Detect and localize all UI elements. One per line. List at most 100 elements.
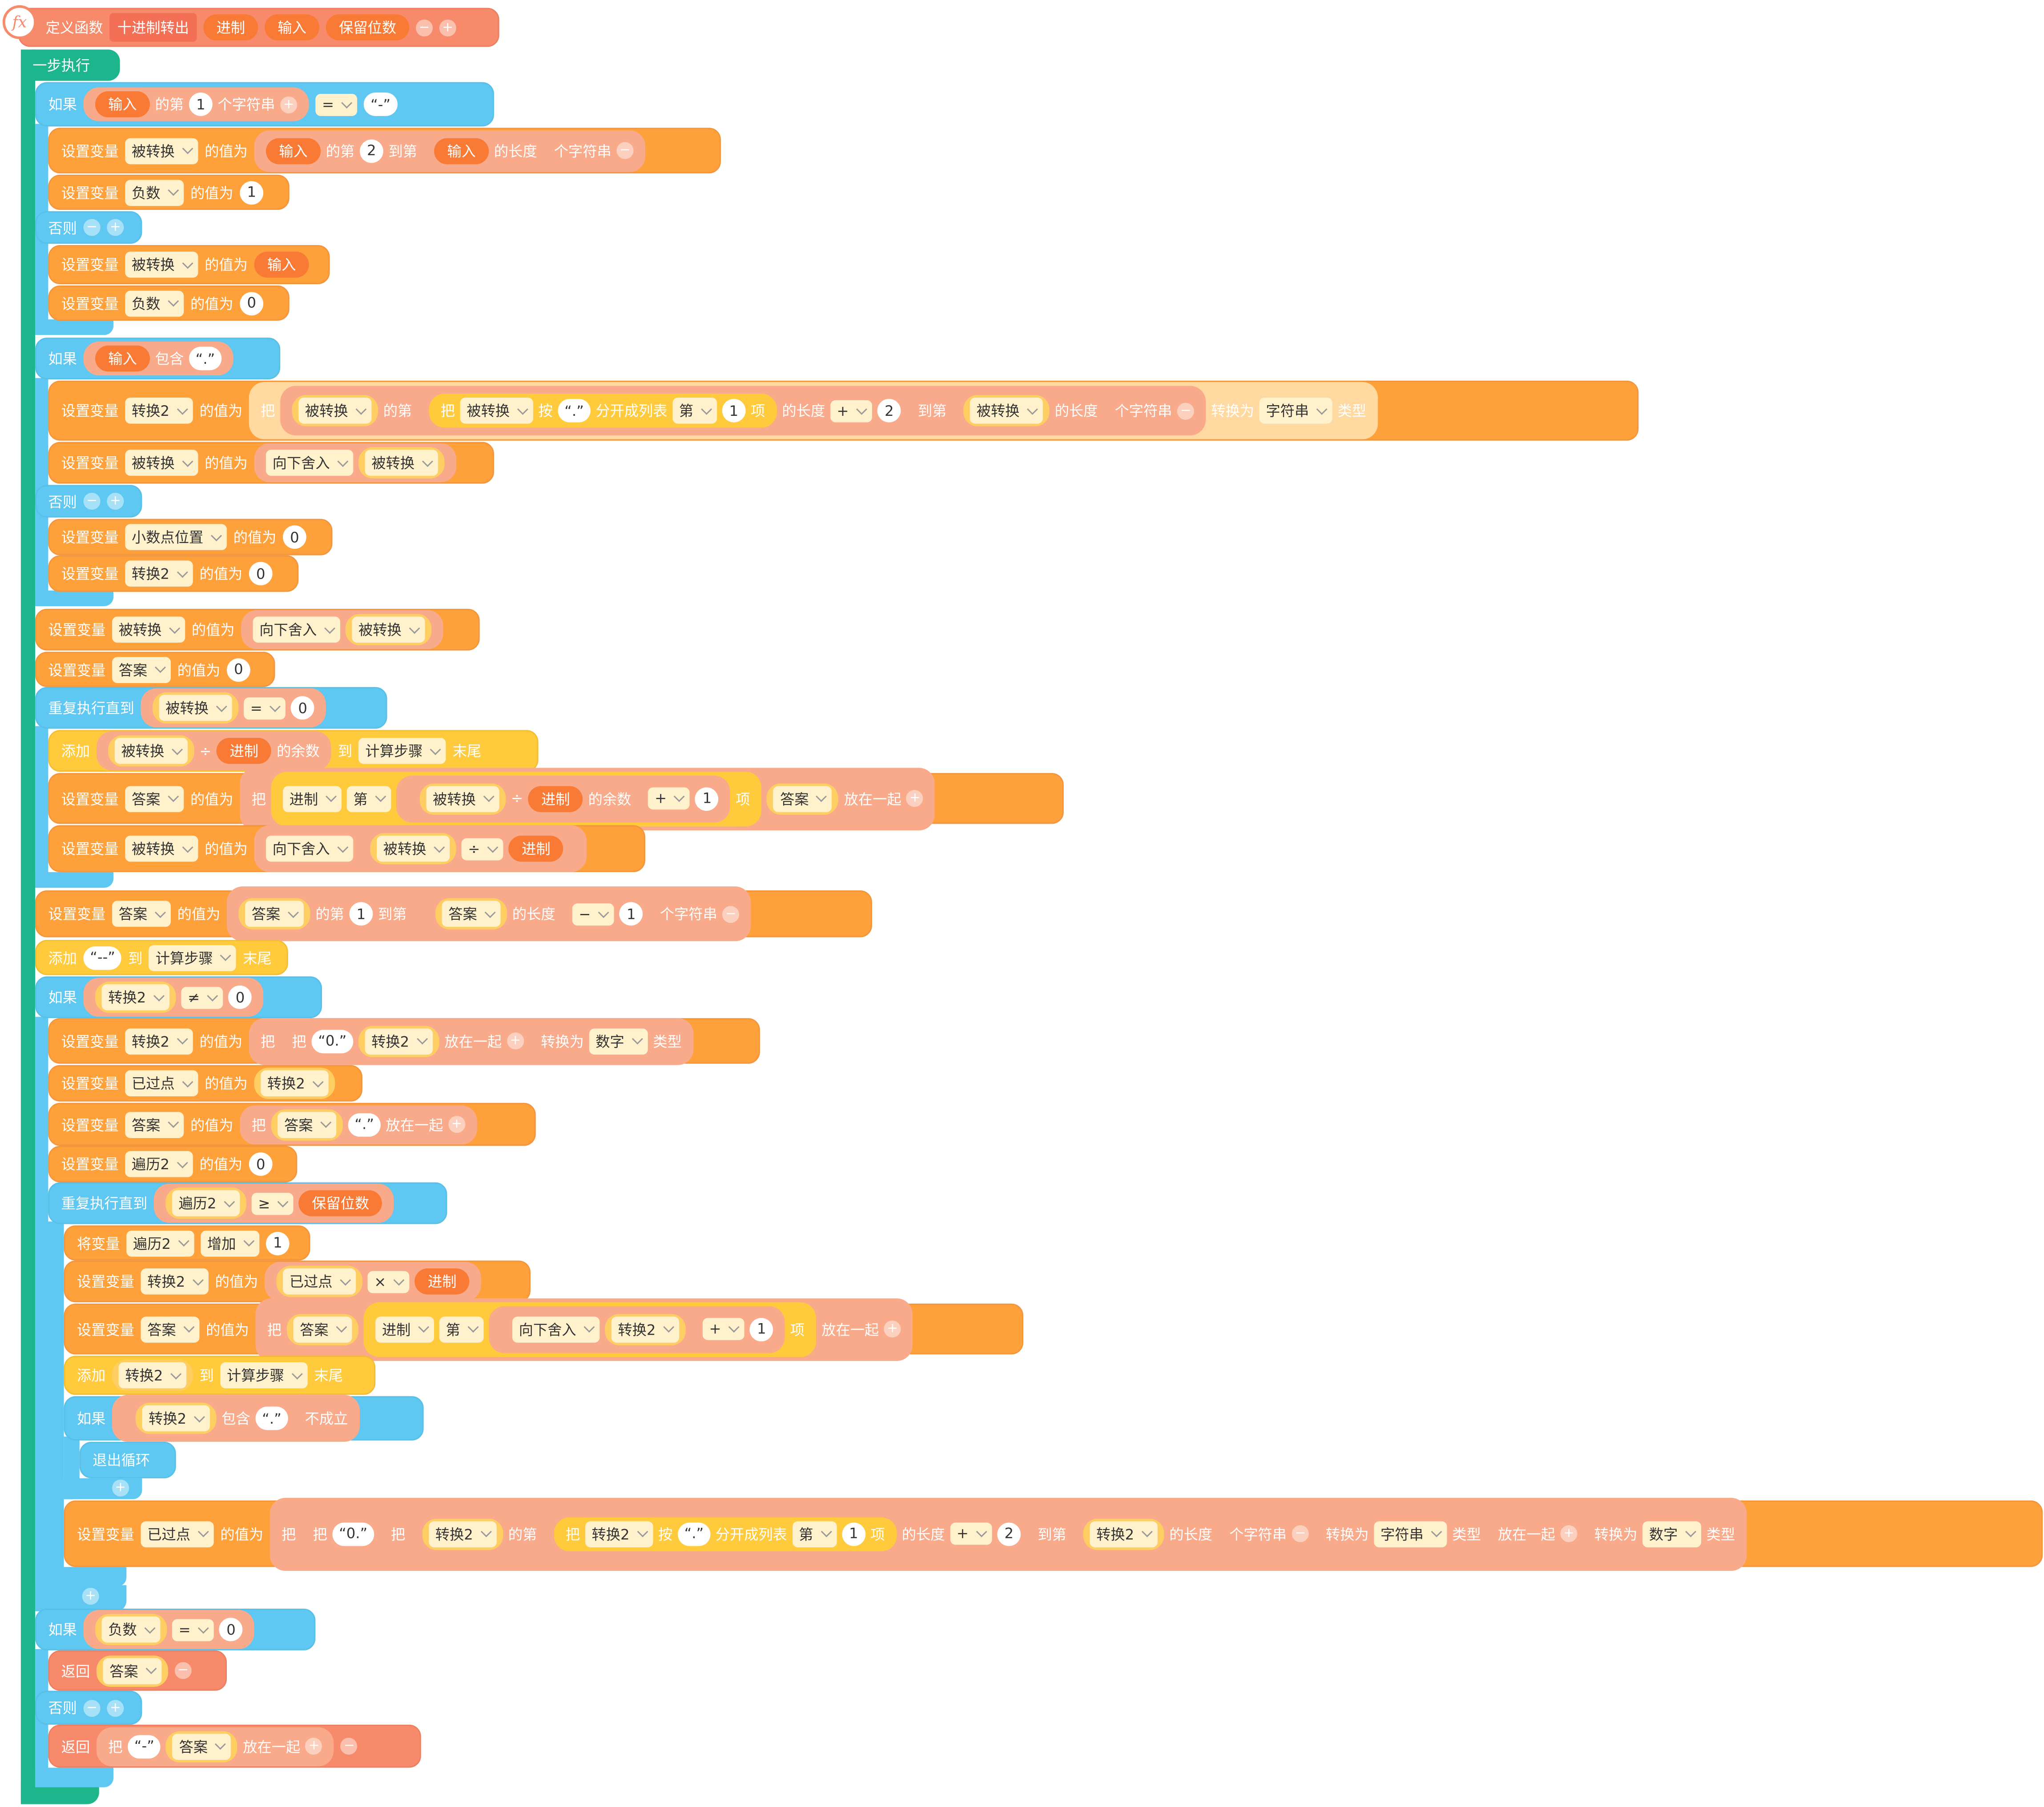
- list-item-expression[interactable]: 进制 第 向下舍入 转换2 + 1 项: [363, 1301, 817, 1356]
- join-expression[interactable]: 把 进制 第 被转换 ÷ 进制 的余数 + 1 项 答案 放在一起 +: [240, 767, 935, 830]
- index-value[interactable]: 1: [189, 93, 213, 116]
- variable-dropdown[interactable]: 遍历2: [172, 1190, 240, 1216]
- param-radix-ref[interactable]: 进制: [414, 1268, 470, 1295]
- set-passed-fraction[interactable]: 设置变量 已过点 的值为 把 把 “0.” 把 转换2 的第 把 转换2: [64, 1497, 2043, 1570]
- set-negative-0[interactable]: 设置变量 负数 的值为 0: [48, 285, 290, 321]
- math-operator-dropdown[interactable]: +: [830, 399, 873, 422]
- zero-dot-string-value[interactable]: “0.”: [332, 1522, 374, 1545]
- param-input[interactable]: 输入: [265, 14, 320, 40]
- variable-dropdown[interactable]: 转换2: [261, 1070, 329, 1097]
- variable-dropdown[interactable]: 答案: [141, 1316, 200, 1342]
- dot-string-value[interactable]: “.”: [558, 398, 591, 423]
- plus-circle-icon[interactable]: +: [507, 1032, 524, 1050]
- variable-dropdown[interactable]: 答案: [112, 901, 171, 927]
- set-negative-1[interactable]: 设置变量 负数 的值为 1: [48, 174, 290, 210]
- plus-circle-icon[interactable]: +: [1560, 1525, 1577, 1542]
- if-not-contains-dot[interactable]: 如果 转换2 包含 “.” 不成立: [64, 1395, 424, 1442]
- variable-dropdown[interactable]: 被转换: [365, 450, 438, 476]
- variable-dropdown[interactable]: 转换2: [101, 984, 170, 1010]
- else-block[interactable]: 否则 − +: [35, 485, 142, 518]
- variable-dropdown[interactable]: 答案: [173, 1733, 231, 1759]
- number-value[interactable]: 0: [227, 657, 250, 681]
- minus-circle-icon[interactable]: −: [174, 1662, 192, 1679]
- list-item-expression[interactable]: 进制 第 被转换 ÷ 进制 的余数 + 1 项: [271, 771, 762, 826]
- plus-circle-icon[interactable]: +: [906, 790, 924, 807]
- return-negative-answer[interactable]: 返回 把 “-” 答案 放在一起 + −: [48, 1724, 421, 1768]
- plus-circle-icon[interactable]: +: [448, 1116, 466, 1133]
- variable-dropdown[interactable]: 转换2: [125, 1028, 193, 1054]
- compare-operator-dropdown[interactable]: =: [315, 93, 358, 116]
- compare-operator-dropdown[interactable]: =: [172, 1618, 214, 1641]
- variable-dropdown[interactable]: 已过点: [141, 1521, 214, 1547]
- list-dropdown[interactable]: 进制: [283, 785, 342, 812]
- nth-dropdown[interactable]: 第: [672, 397, 717, 424]
- contains-expression[interactable]: 输入 包含 “.”: [83, 341, 233, 376]
- set-conv2-multiply[interactable]: 设置变量 转换2 的值为 已过点 × 进制: [64, 1260, 531, 1303]
- variable-dropdown[interactable]: 转换2: [429, 1521, 497, 1547]
- variable-dropdown[interactable]: 答案: [112, 656, 171, 683]
- variable-dropdown[interactable]: 转换2: [118, 1362, 187, 1388]
- length-expression[interactable]: 转换2 的长度: [1071, 1514, 1224, 1553]
- compare-expression[interactable]: 被转换 = 0: [141, 688, 326, 728]
- break-loop[interactable]: 退出循环: [79, 1441, 176, 1478]
- variable-dropdown[interactable]: 被转换: [159, 695, 232, 721]
- join-expression[interactable]: 把 “0.” 转换2 放在一起 +: [280, 1021, 536, 1061]
- floor-expression[interactable]: 向下舍入 被转换: [254, 443, 456, 483]
- variable-dropdown[interactable]: 转换2: [611, 1316, 680, 1342]
- minus-circle-icon[interactable]: −: [1177, 402, 1195, 419]
- set-conv2-0[interactable]: 设置变量 转换2 的值为 0: [48, 555, 299, 592]
- nth-dropdown[interactable]: 第: [346, 785, 391, 812]
- repeat2-add-icon[interactable]: +: [82, 1588, 99, 1605]
- add-conv2-to-steps[interactable]: 添加 转换2 到 计算步骤 末尾: [64, 1356, 376, 1395]
- else-block[interactable]: 否则 − +: [35, 211, 142, 244]
- function-definition[interactable]: 定义函数 十进制转出 进制 输入 保留位数 − +: [18, 8, 499, 47]
- variable-dropdown[interactable]: 转换2: [141, 1268, 209, 1295]
- if4-add-icon[interactable]: +: [112, 1479, 129, 1497]
- param-input-ref[interactable]: 输入: [95, 91, 150, 117]
- set-converted-substring[interactable]: 设置变量 被转换 的值为 输入 的第 2 到第 输入 的长度 个字符串 −: [48, 128, 721, 173]
- minus-circle-icon[interactable]: −: [616, 142, 634, 159]
- variable-dropdown[interactable]: 答案: [278, 1111, 337, 1138]
- compare-operator-dropdown[interactable]: ≥: [251, 1192, 294, 1215]
- variable-dropdown[interactable]: 被转换: [298, 397, 372, 424]
- type-dropdown[interactable]: 字符串: [1374, 1521, 1447, 1547]
- param-input-ref[interactable]: 输入: [266, 137, 321, 164]
- variable-dropdown[interactable]: 转换2: [125, 560, 193, 587]
- set-converted-floor[interactable]: 设置变量 被转换 的值为 向下舍入 被转换: [48, 442, 494, 484]
- length-expression[interactable]: 把 被转换 按 “.” 分开成列表 第 1 项 的长度 + 2: [417, 390, 913, 432]
- list-dropdown[interactable]: 进制: [375, 1316, 435, 1342]
- substring-expression[interactable]: 转换2 的第 把 转换2 按 “.” 分开成列表 第 1 项: [410, 1509, 1321, 1559]
- number-value[interactable]: 0: [228, 985, 252, 1009]
- convert-type-expression[interactable]: 把 把 “0.” 把 转换2 的第 把 转换2 按 “.”: [270, 1497, 1747, 1570]
- variable-dropdown[interactable]: 负数: [125, 290, 184, 316]
- split-item-expression[interactable]: 把 转换2 按 “.” 分开成列表 第 1 项: [554, 1517, 897, 1551]
- variable-dropdown[interactable]: 被转换: [460, 397, 533, 424]
- set-conv2-number[interactable]: 设置变量 转换2 的值为 把 把 “0.” 转换2 放在一起 + 转换为 数字 …: [48, 1017, 760, 1065]
- math-expression[interactable]: 被转换 ÷ 进制: [358, 829, 575, 869]
- set-answer-join-digit[interactable]: 设置变量 答案 的值为 把 答案 进制 第 向下舍入 转换2 + 1 项 放在一…: [64, 1297, 1023, 1360]
- dot-string-value[interactable]: “.”: [189, 346, 222, 370]
- variable-dropdown[interactable]: 被转换: [125, 251, 198, 278]
- type-dropdown[interactable]: 数字: [589, 1028, 648, 1054]
- number-value[interactable]: 1: [240, 180, 264, 204]
- math-operator-dropdown[interactable]: +: [702, 1318, 745, 1340]
- floor-expression[interactable]: 向下舍入 被转换 ÷ 进制: [254, 825, 587, 872]
- type-dropdown[interactable]: 字符串: [1259, 397, 1332, 424]
- plus-circle-icon[interactable]: +: [280, 96, 298, 113]
- modulo-expression[interactable]: 被转换 ÷ 进制 的余数: [408, 779, 643, 818]
- math-function-dropdown[interactable]: 向下舍入: [512, 1316, 600, 1342]
- compare-operator-dropdown[interactable]: =: [244, 696, 286, 719]
- dot-string-value[interactable]: “.”: [255, 1406, 288, 1430]
- math-expression[interactable]: 答案 的长度 − 1: [412, 890, 655, 938]
- repeat-until-digits[interactable]: 重复执行直到 遍历2 ≥ 保留位数: [48, 1182, 447, 1224]
- number-value[interactable]: 1: [266, 1231, 290, 1255]
- number-value[interactable]: 0: [283, 525, 306, 549]
- plus-circle-icon[interactable]: +: [107, 492, 124, 510]
- number-value[interactable]: 0: [249, 562, 273, 586]
- math-function-dropdown[interactable]: 向下舍入: [266, 450, 354, 476]
- variable-dropdown[interactable]: 已过点: [283, 1268, 356, 1295]
- number-value[interactable]: 2: [997, 1522, 1021, 1545]
- set-answer-0[interactable]: 设置变量 答案 的值为 0: [35, 652, 275, 687]
- minus-string-value[interactable]: “-”: [128, 1734, 161, 1758]
- param-input-ref[interactable]: 输入: [434, 137, 489, 164]
